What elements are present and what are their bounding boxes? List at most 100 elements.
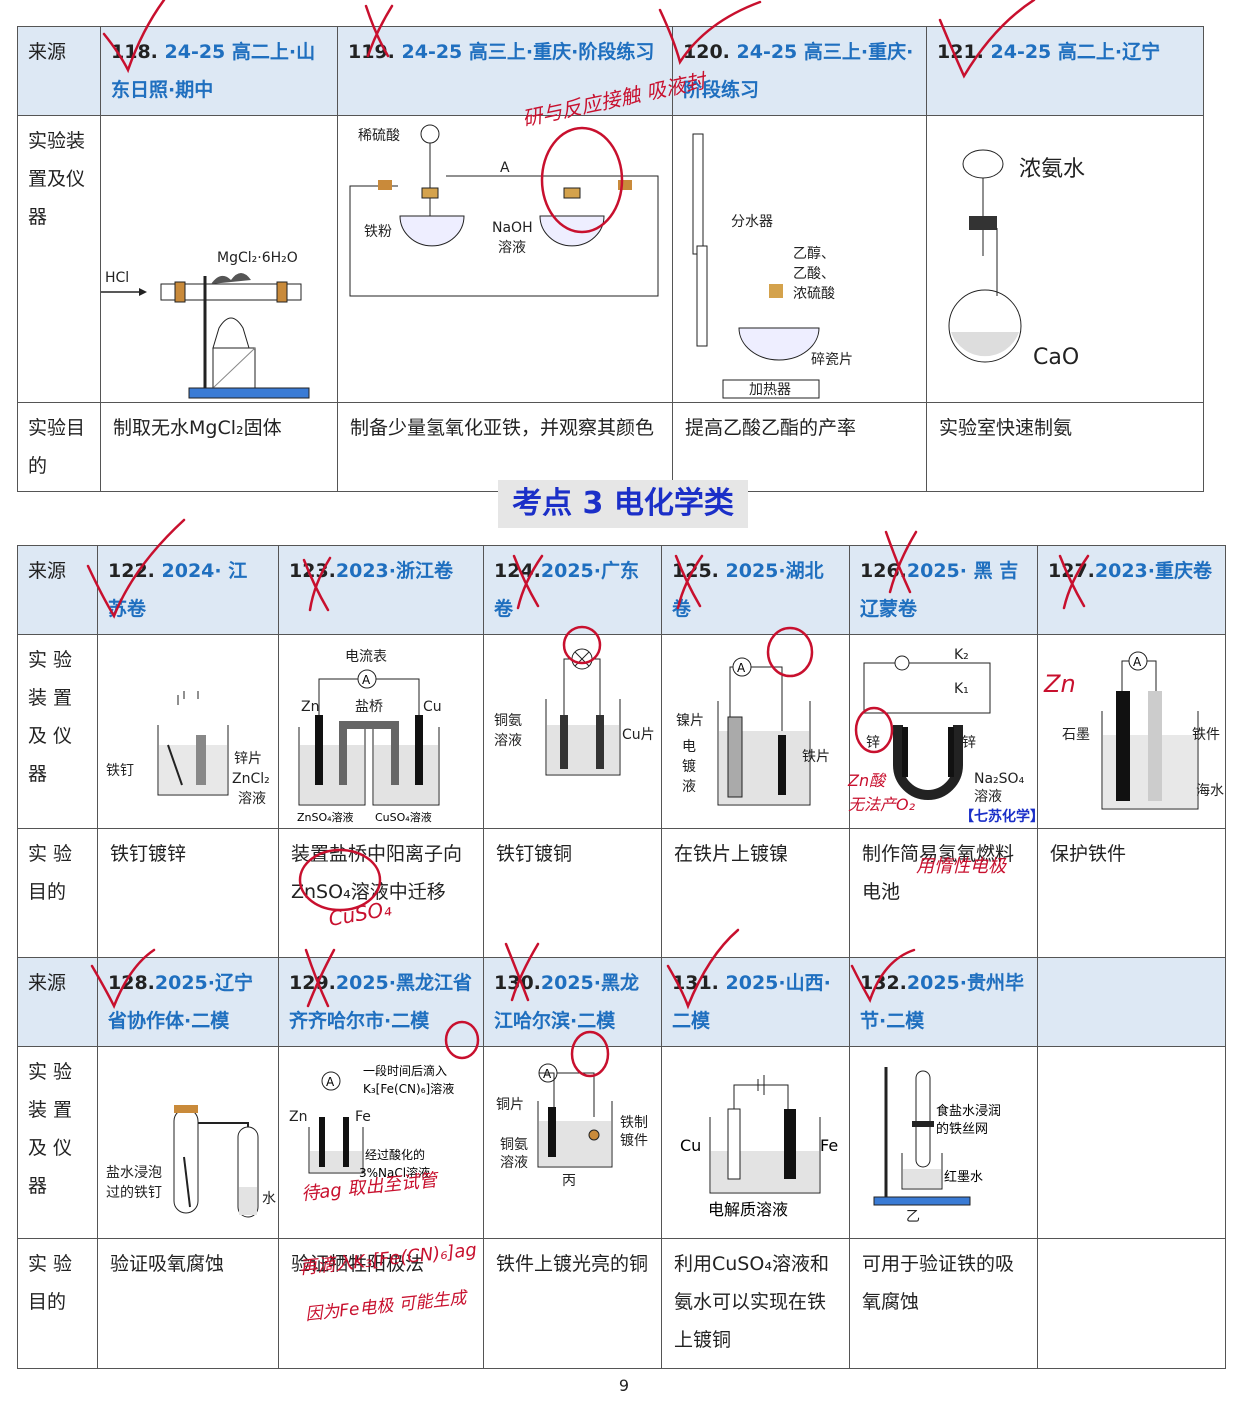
apparatus-row-b: 实 验 装 置 及 仪 器 盐水浸泡 过的铁钉 水 A 一段时间后滴入 K₃[F… [17,1046,1226,1239]
label-salt-water-2: 的铁丝网 [936,1121,988,1137]
label-fe-129: Fe [355,1109,371,1125]
label-acidified: 经过酸化的 [365,1147,425,1162]
label-zn-right: 锌 [962,735,976,751]
label-solution-122: 溶液 [238,791,266,807]
label-solution-130: 溶液 [500,1155,528,1171]
label-valve-a: A [500,160,510,176]
purpose-129: 验证牺牲阳极法 [278,1238,484,1369]
diagram-copper-plating: 铜氨 溶液 Cu片 [494,648,655,776]
label-conc-h2so4: 浓硫酸 [793,286,835,302]
row-label-source: 来源 [17,26,101,116]
diagram-bright-copper: A 铜片 铜氨 溶液 铁制 镀件 丙 [496,1063,648,1189]
label-hcl: HCl [105,270,129,286]
label-zn-electrode: Zn [301,699,319,715]
svg-text:A: A [737,661,746,675]
label-solution: 溶液 [498,240,526,256]
label-k2: K₂ [954,647,969,663]
apparatus-127: A 石墨 铁件 海水 [1037,634,1226,829]
label-na2so4: Na₂SO₄ [974,771,1025,787]
label-brine: 盐水浸泡 [106,1165,162,1181]
svg-text:A: A [326,1075,335,1089]
label-red-ink: 红墨水 [944,1169,983,1185]
label-dilute-h2so4: 稀硫酸 [358,128,400,144]
source-130: 130.2025·黑龙江哈尔滨·二模 [483,957,662,1047]
diagram-cu-on-fe: Cu Fe 电解质溶液 [680,1075,838,1219]
source-row-a: 来源 122. 2024· 江 苏卷 123.2023·浙江卷 124.2025… [17,545,1226,635]
table-reaction-apparatus: 来源 118. 24-25 高二上·山东日照·期中 119. 24-25 高三上… [17,26,1204,492]
row-label-source-a: 来源 [17,545,98,635]
label-iron-nail-128: 过的铁钉 [106,1185,162,1201]
purpose-118: 制取无水MgCl₂固体 [100,402,338,492]
apparatus-118: HCl MgCl₂·6H₂O [100,115,338,403]
purpose-119: 制备少量氢氧化亚铁，并观察其颜色 [337,402,673,492]
diagram-fuel-cell: K₂ K₁ 锌 锌 Na₂SO₄ 溶液 【七苏化学】 [863,647,1038,825]
source-123: 123.2023·浙江卷 [278,545,484,635]
label-cu-ammonia: 铜氨 [494,713,522,729]
diagram-ester-prep: 分水器 乙醇、 乙酸、 浓硫酸 碎瓷片 加热器 [692,133,853,399]
label-zncl2: ZnCl₂ [232,771,270,787]
source-126: 126.2025· 黑 吉 辽蒙卷 [849,545,1038,635]
purpose-row: 实验目的 制取无水MgCl₂固体 制备少量氢氧化亚铁，并观察其颜色 提高乙酸乙酯… [17,402,1204,492]
diagram-salt-bridge-cell: 电流表 A 盐桥 Zn Cu ZnSO₄溶液 CuSO₄溶液 [297,649,442,824]
diagram-mgcl2-heating: HCl MgCl₂·6H₂O [101,250,310,399]
label-fe-sheet: 铁片 [802,749,830,765]
label-plating-2: 镀 [682,758,696,775]
purpose-128: 验证吸氧腐蚀 [97,1238,279,1369]
label-acetic-acid: 乙酸、 [793,266,835,282]
row-label-apparatus-a: 实 验 装 置 及 仪 器 [17,634,98,829]
label-graphite: 石墨 [1062,727,1090,743]
label-fe-131: Fe [820,1136,838,1155]
apparatus-120: 分水器 乙醇、 乙酸、 浓硫酸 碎瓷片 加热器 [672,115,927,403]
apparatus-128: 盐水浸泡 过的铁钉 水 [97,1046,279,1239]
apparatus-123: 电流表 A 盐桥 Zn Cu ZnSO₄溶液 CuSO₄溶液 [278,634,484,829]
apparatus-125: A 镍片 电 镀 液 铁片 [661,634,850,829]
row-label-purpose-b: 实 验 目的 [17,1238,98,1369]
purpose-121: 实验室快速制氨 [926,402,1204,492]
label-k3fecn6: K₃[Fe(CN)₆]溶液 [363,1081,454,1096]
purpose-row-a: 实 验 目的 铁钉镀锌 装置盐桥中阳离子向ZnSO₄溶液中迁移 铁钉镀铜 在铁片… [17,828,1226,958]
diagram-ammonia-prep: 浓氨水 CaO [948,149,1085,370]
apparatus-119: 稀硫酸 A 铁粉 NaOH 溶液 [337,115,673,403]
source-row: 来源 118. 24-25 高二上·山东日照·期中 119. 24-25 高三上… [17,26,1204,116]
apparatus-row-a: 实 验 装 置 及 仪 器 铁钉 锌片 ZnCl₂ 溶液 电流表 A 盐 [17,634,1226,829]
purpose-124: 铁钉镀铜 [483,828,662,958]
purpose-empty [1037,1238,1226,1369]
label-cu-ammonia-130: 铜氨 [500,1137,528,1153]
label-yi: 乙 [906,1209,920,1225]
apparatus-132: 食盐水浸润 的铁丝网 红墨水 乙 [849,1046,1038,1239]
row-label-purpose: 实验目的 [17,402,101,492]
apparatus-row: 实验装置及仪器 HCl MgCl₂·6H₂O 稀硫酸 A [17,115,1204,403]
apparatus-126: K₂ K₁ 锌 锌 Na₂SO₄ 溶液 【七苏化学】 [849,634,1038,829]
label-add-after: 一段时间后滴入 [363,1063,447,1078]
source-125: 125. 2025·湖北卷 [661,545,850,635]
label-bing: 丙 [562,1173,576,1189]
label-salt-bridge: 盐桥 [355,699,383,715]
purpose-132: 可用于验证铁的吸氧腐蚀 [849,1238,1038,1369]
label-heater: 加热器 [749,382,791,398]
source-122: 122. 2024· 江 苏卷 [97,545,279,635]
label-solution-124: 溶液 [494,733,522,749]
label-conc-ammonia: 浓氨水 [1019,157,1085,182]
label-porcelain: 碎瓷片 [811,352,853,368]
source-132: 132.2025·贵州毕节·二模 [849,957,1038,1047]
source-row-b: 来源 128.2025·辽宁省协作体·二模 129.2025·黑龙江省齐齐哈尔市… [17,957,1226,1047]
row-label-source-b: 来源 [17,957,98,1047]
purpose-row-b: 实 验 目的 验证吸氧腐蚀 验证牺牲阳极法 铁件上镀光亮的铜 利用CuSO₄溶液… [17,1238,1226,1369]
section-title: 考点 3 电化学类 [498,480,748,528]
label-nacl: 3%NaCl溶液 [359,1165,430,1180]
svg-text:A: A [1133,655,1142,669]
source-121: 121. 24-25 高二上·辽宁 [926,26,1204,116]
diagram-fe-mesh-corrosion: 食盐水浸润 的铁丝网 红墨水 乙 [873,1067,1001,1225]
watermark: 【七苏化学】 [960,808,1038,825]
label-seawater: 海水 [1196,783,1224,799]
purpose-123: 装置盐桥中阳离子向ZnSO₄溶液中迁移 [278,828,484,958]
label-cu-sheet-130: 铜片 [496,1097,524,1113]
label-iron-nail: 铁钉 [106,763,134,779]
apparatus-130: A 铜片 铜氨 溶液 铁制 镀件 丙 [483,1046,662,1239]
apparatus-131: Cu Fe 电解质溶液 [661,1046,850,1239]
page-number: 9 [618,1376,630,1395]
apparatus-empty [1037,1046,1226,1239]
label-ammeter: 电流表 [345,649,387,665]
label-iron-powder: 铁粉 [364,224,392,240]
source-empty [1037,957,1226,1047]
